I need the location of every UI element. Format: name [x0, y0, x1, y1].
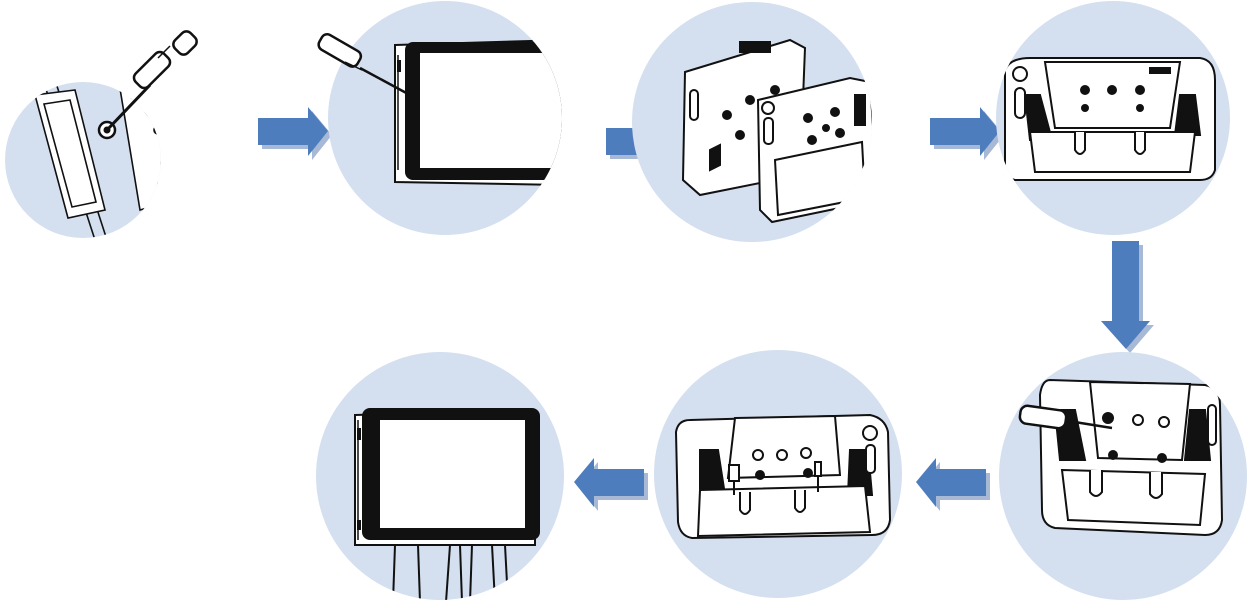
step-2 — [317, 1, 562, 235]
step-3 — [632, 2, 872, 242]
flow-arrow-icon — [930, 107, 1004, 160]
flow-arrow-icon — [1101, 241, 1154, 353]
step-1 — [5, 30, 198, 238]
wall-bracket-icon — [756, 76, 872, 224]
step-5 — [999, 352, 1247, 600]
wall-bracket-icon — [1004, 57, 1216, 181]
cable-icon — [728, 461, 822, 495]
flow-arrow-icon — [574, 458, 648, 511]
screwdriver-icon — [317, 33, 411, 97]
wall-bracket-icon — [1038, 378, 1224, 537]
screwdriver-icon — [97, 30, 198, 140]
wall-bracket-icon — [674, 413, 892, 540]
step-6 — [654, 350, 902, 598]
screwdriver-icon — [1018, 404, 1113, 430]
step-7 — [316, 352, 564, 600]
flow-arrow-icon — [258, 107, 332, 160]
tablet-icon — [354, 408, 540, 546]
flow-arrow-icon — [916, 458, 990, 511]
step-4 — [996, 1, 1230, 235]
tablet-icon — [394, 38, 562, 187]
